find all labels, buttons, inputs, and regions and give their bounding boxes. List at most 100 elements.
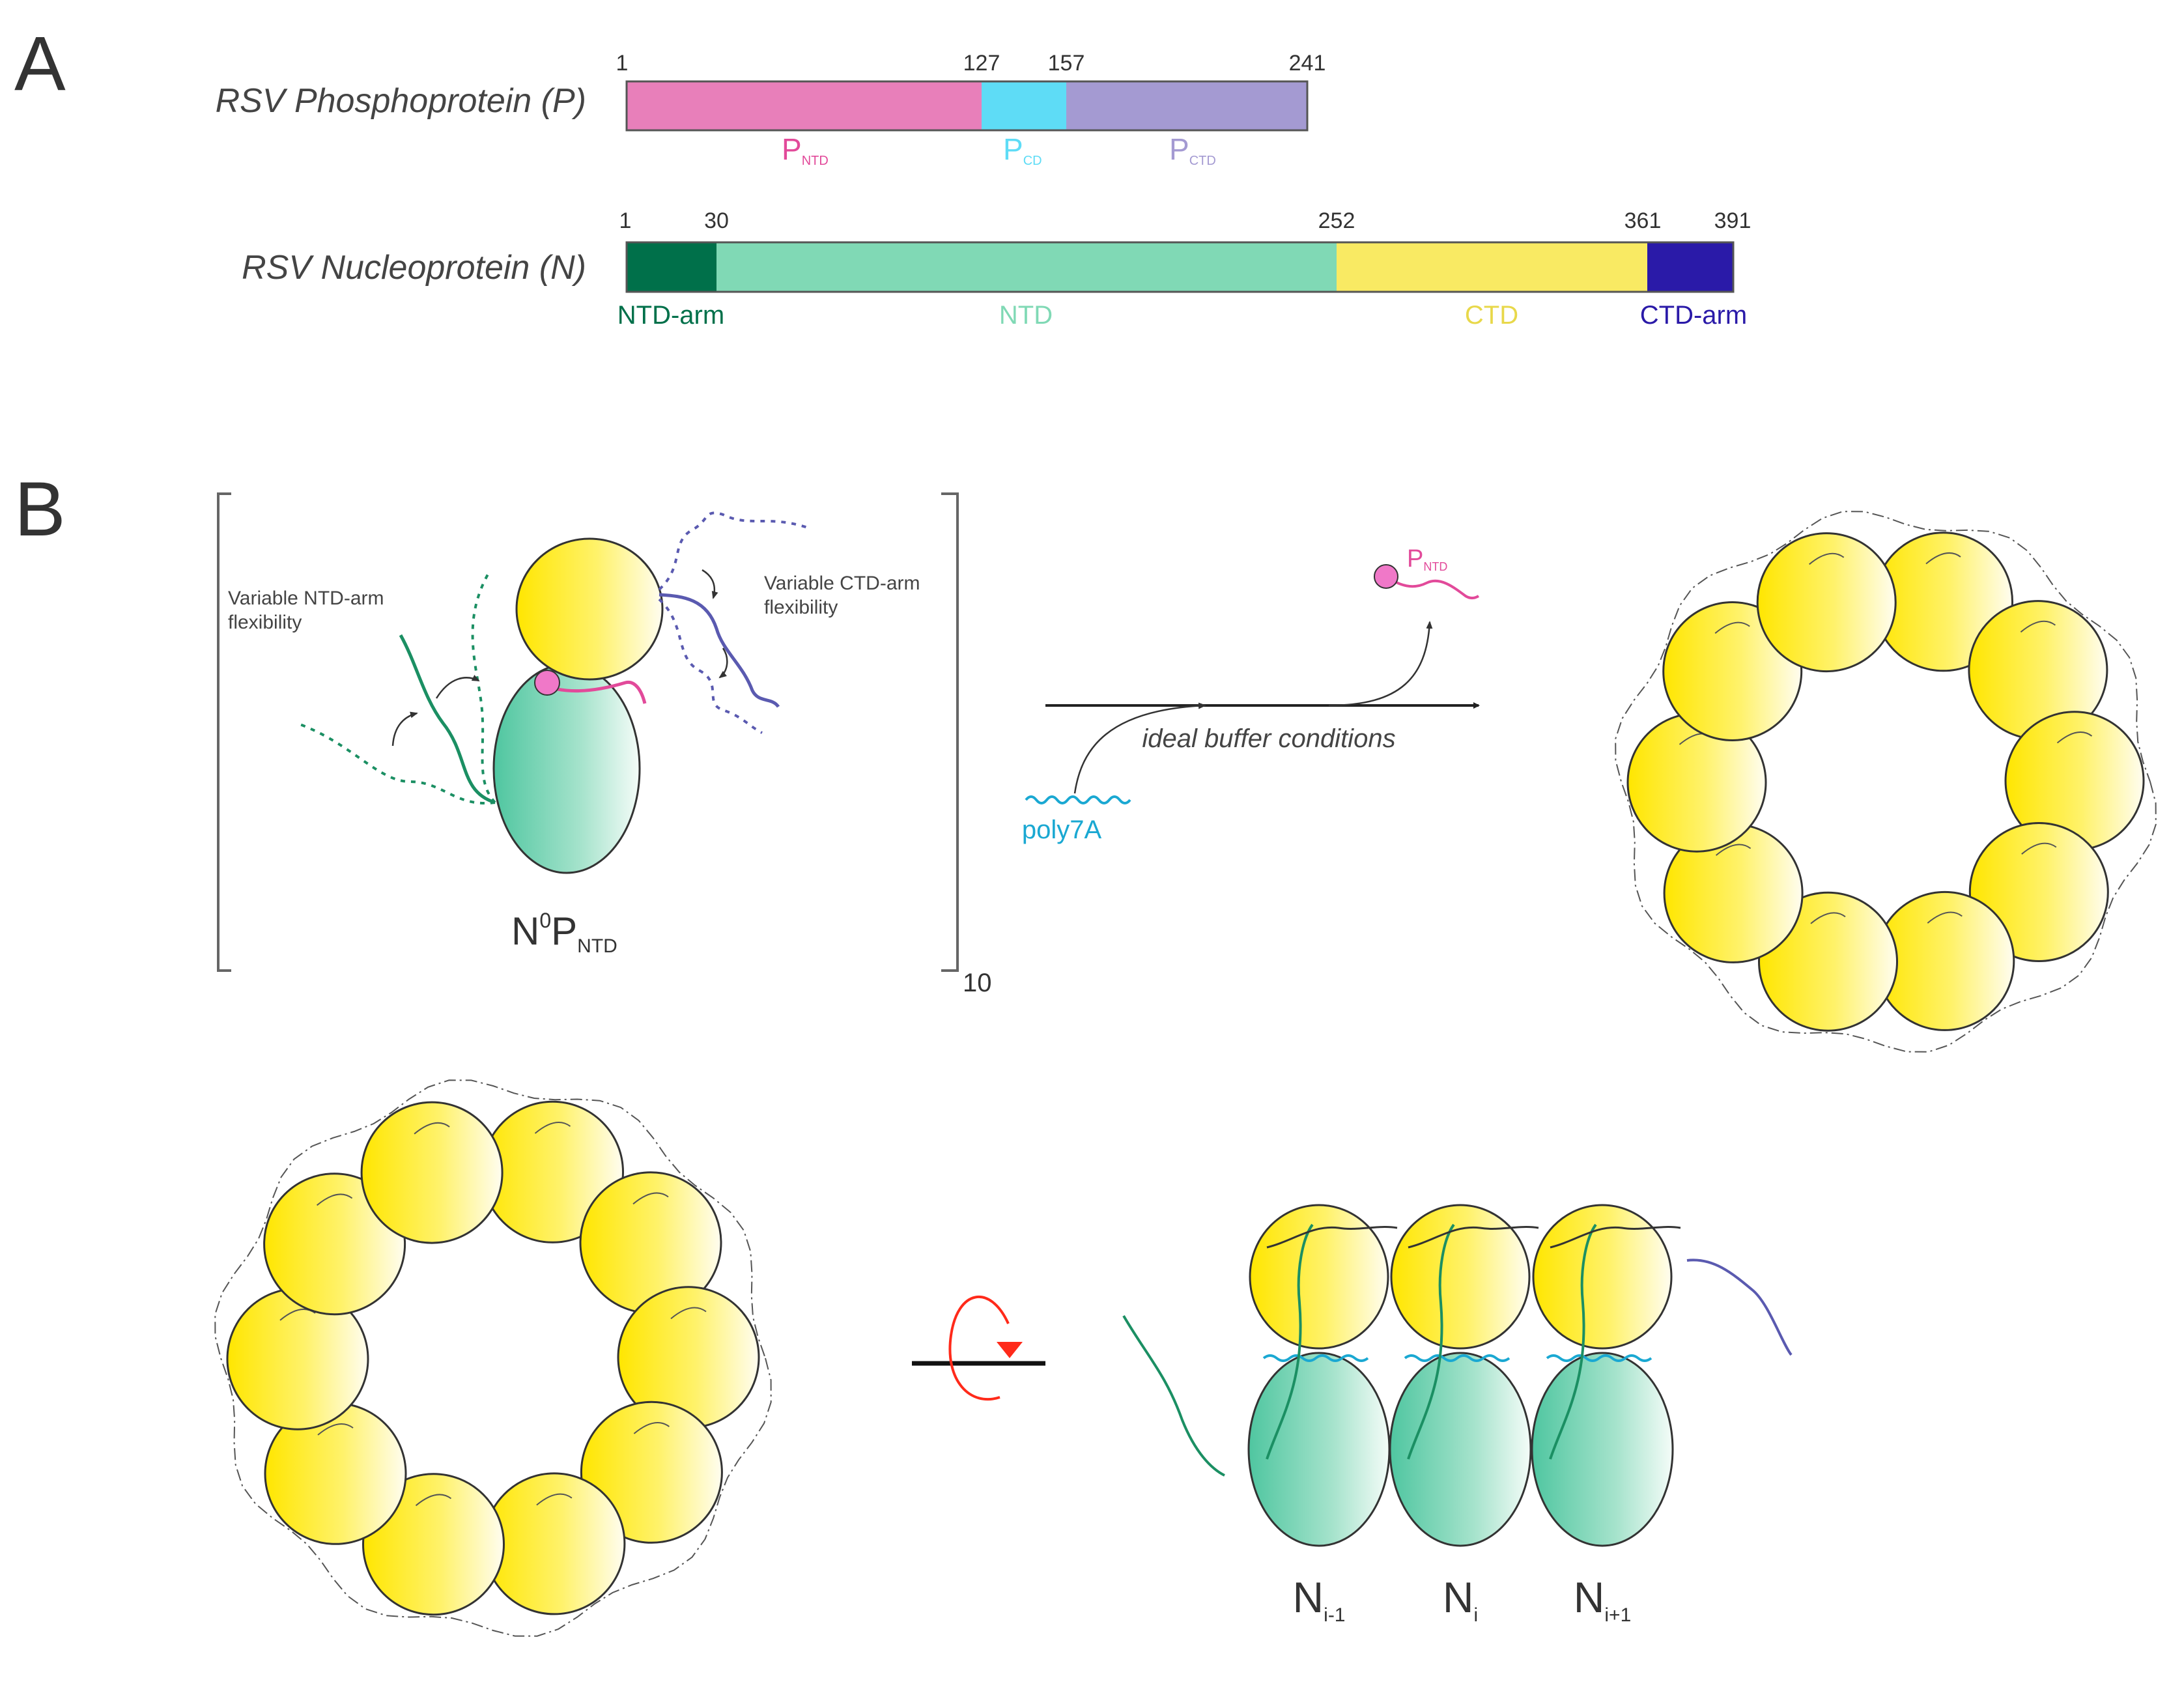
side-ctd-domain <box>1249 1204 1389 1350</box>
ring-top-subunit-arm-trace <box>1810 912 1846 924</box>
stoichiometry-multiplier: 10 <box>963 969 992 997</box>
n-ntd-arm-label: NTD-arm <box>617 301 724 330</box>
poly7a-label: poly7A <box>1022 816 1102 844</box>
side-ntd-domain <box>1531 1352 1674 1547</box>
flex-arrow-2 <box>391 711 418 746</box>
side-rna-segment <box>1262 1354 1369 1362</box>
ring-top-subunit-arm-trace <box>1925 552 1961 565</box>
flex-arrow-3 <box>702 569 718 599</box>
ring-bottom-subunit-arm-trace <box>536 1493 573 1506</box>
ring-bottom-subunit-arm-trace <box>414 1122 450 1135</box>
pntd-release-curve <box>1328 621 1433 707</box>
ring-bottom-subunit-arm-trace <box>534 1122 571 1134</box>
ring-top-subunit-arm-trace <box>2056 731 2093 744</box>
side-ctd-arm-trace <box>1408 1226 1539 1249</box>
ntd-arm-dotted-2 <box>296 722 496 805</box>
p-position-127: 127 <box>963 51 1000 76</box>
n-position-361: 361 <box>1624 208 1662 233</box>
n-position-252: 252 <box>1318 208 1355 233</box>
p-position-1: 1 <box>616 51 629 76</box>
ctd-arm-dotted-2 <box>658 598 763 734</box>
ntd-arm-flexibility-note: Variable NTD-arm flexibility <box>228 588 390 633</box>
poly7a-entry-curve <box>1073 702 1206 794</box>
n-ring-top-view <box>1615 511 2157 1053</box>
pntd-ball <box>534 670 560 696</box>
side-ntd-arm-trace <box>1266 1223 1314 1460</box>
ring-bottom-subunit-arm-trace <box>670 1307 707 1320</box>
side-ctd-arm-trace <box>1550 1226 1681 1249</box>
complex-ctd-domain <box>515 537 664 681</box>
ring-top-subunit-arm-trace <box>2020 620 2056 633</box>
p-ntd-label: PNTD <box>782 132 829 168</box>
side-label-n-i: Ni <box>1443 1573 1478 1626</box>
poly7a-rna-strand <box>1025 795 1131 804</box>
ring-top-subunit-arm-trace <box>1927 911 1963 924</box>
n-ctd-arm-segment <box>1647 242 1733 292</box>
side-ntd-arm-trace <box>1407 1223 1455 1460</box>
side-label-n-i-plus-1: Ni+1 <box>1574 1573 1632 1626</box>
ring-top-subunit-arm-trace <box>1714 621 1750 634</box>
side-ntd-arm-trace <box>1549 1223 1597 1460</box>
ntd-arm-dotted-1 <box>471 573 496 804</box>
ring-top-subunit <box>1756 532 1897 673</box>
side-ctd-domain <box>1390 1204 1531 1350</box>
ring-bottom-subunit-arm-trace <box>316 1193 353 1206</box>
n-ntd-label: NTD <box>999 301 1053 330</box>
ring-bottom-subunit <box>360 1101 503 1244</box>
n-ctd-arm-label: CTD-arm <box>1640 301 1747 330</box>
side-rna-segment <box>1404 1354 1510 1362</box>
right-bracket <box>941 492 959 972</box>
ring-bottom-subunit <box>263 1173 406 1316</box>
p-protein-bar <box>625 80 1309 132</box>
side-ctd-domain <box>1532 1204 1673 1350</box>
reaction-arrow <box>1045 621 1480 794</box>
ctd-arm-dotted-1 <box>658 511 808 591</box>
complex-ntd-domain <box>492 663 641 874</box>
ring-bottom-subunit <box>362 1473 505 1616</box>
ring-top-outer-strand <box>1615 511 2157 1053</box>
n-ring-top-view-second <box>214 1079 772 1637</box>
side-ntd-arm <box>1122 1315 1225 1477</box>
ring-bottom-subunit-arm-trace <box>632 1192 669 1205</box>
ntd-arm-solid <box>399 634 496 804</box>
p-position-157: 157 <box>1048 51 1085 76</box>
p-cd-segment <box>982 81 1066 130</box>
side-rna-segment <box>1546 1354 1652 1362</box>
p-ctd-segment <box>1066 81 1307 130</box>
panel-label-b: B <box>14 466 66 552</box>
ring-bottom-subunit <box>580 1400 723 1544</box>
panel-label-a: A <box>14 21 66 107</box>
ring-bottom-subunit-arm-trace <box>415 1494 452 1507</box>
ctd-arm-solid <box>659 593 780 708</box>
p-ntd-segment <box>627 81 982 130</box>
n-ctd-label: CTD <box>1465 301 1518 330</box>
ring-top-subunit-arm-trace <box>1809 552 1845 565</box>
reaction-conditions: ideal buffer conditions <box>1142 724 1395 753</box>
side-ctd-arm <box>1686 1258 1793 1356</box>
n-ctd-segment <box>1337 242 1647 292</box>
n-ntd-segment <box>716 242 1337 292</box>
ring-bottom-subunit-arm-trace <box>633 1422 670 1434</box>
n-side-view <box>1122 1204 1793 1547</box>
n-position-391: 391 <box>1714 208 1751 233</box>
released-pntd <box>1374 564 1480 599</box>
pntd-peptide <box>539 680 647 704</box>
p-ctd-label: PCTD <box>1169 132 1216 168</box>
n-position-30: 30 <box>704 208 729 233</box>
p-cd-label: PCD <box>1003 132 1042 168</box>
left-bracket <box>217 492 231 972</box>
n-ntd-arm-segment <box>627 242 716 292</box>
p-protein-name: RSV Phosphoprotein (P) <box>216 82 586 120</box>
n0p-complex <box>296 511 808 874</box>
ring-bottom-outer-strand <box>214 1079 772 1637</box>
ring-top-subunit-arm-trace <box>2021 842 2057 855</box>
p-position-241: 241 <box>1289 51 1326 76</box>
rotation-symbol <box>912 1296 1045 1401</box>
n0p-ntd-label: N0PNTD <box>511 909 617 957</box>
side-label-n-i-minus-1: Ni-1 <box>1292 1573 1345 1626</box>
side-ntd-domain <box>1389 1352 1532 1547</box>
released-pntd-label: PNTD <box>1407 545 1447 573</box>
flex-arrow-4 <box>718 647 728 679</box>
ring-bottom-subunit-arm-trace <box>317 1423 354 1436</box>
